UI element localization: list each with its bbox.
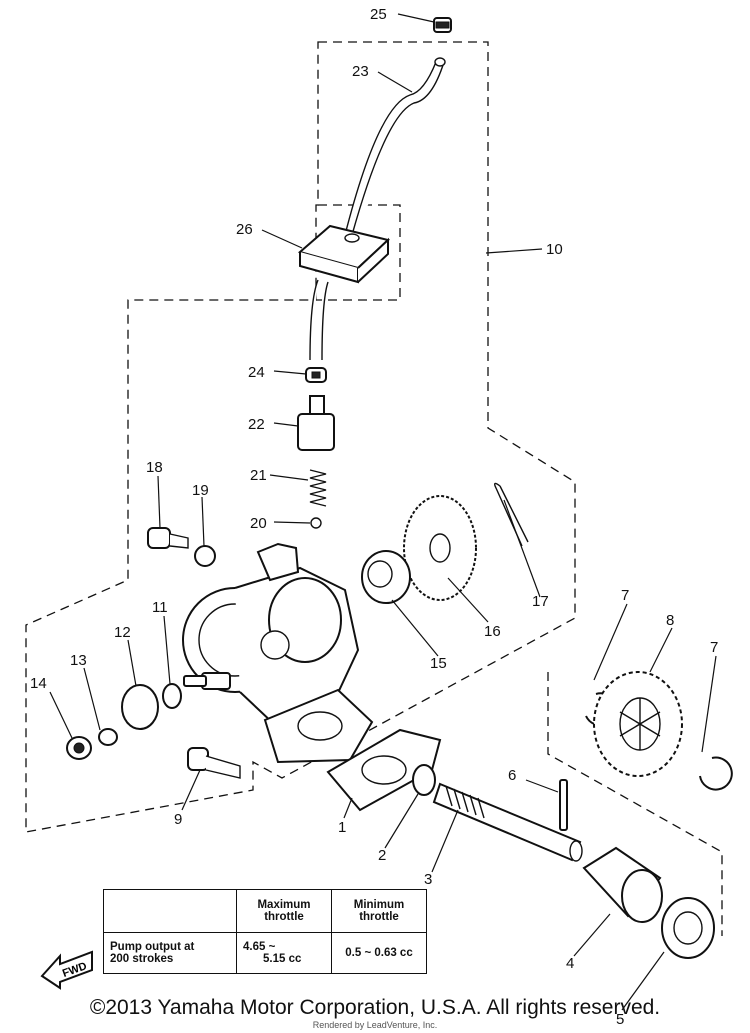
part-24-clip <box>305 367 327 383</box>
callout-3: 3 <box>424 871 432 888</box>
part-18-screw <box>147 527 189 549</box>
callout-20: 20 <box>250 515 267 532</box>
callout-17: 17 <box>532 593 549 610</box>
callout-16: 16 <box>484 623 501 640</box>
part-15-bearing <box>361 550 411 604</box>
callout-22: 22 <box>248 416 265 433</box>
callout-15: 15 <box>430 655 447 672</box>
callout-1: 1 <box>338 819 346 836</box>
callout-5: 5 <box>616 1011 624 1028</box>
callout-8: 8 <box>666 612 674 629</box>
callout-7-lower: 7 <box>710 639 718 656</box>
header-min-line2: throttle <box>359 911 399 923</box>
part-16-sprocket <box>403 495 477 601</box>
sub-boundary-26 <box>316 204 401 301</box>
callout-21: 21 <box>250 467 267 484</box>
part-5-bearing <box>661 897 715 959</box>
part-17-cotter-pin <box>493 482 529 547</box>
callout-7-upper: 7 <box>621 587 629 604</box>
sub-boundary-right <box>547 672 723 936</box>
part-6-pin <box>559 779 568 831</box>
callout-6: 6 <box>508 767 516 784</box>
lower-pipe <box>309 279 329 361</box>
header-min-line1: Minimum <box>353 899 405 911</box>
callout-11: 11 <box>152 599 168 616</box>
part-7-circlip-lower <box>699 756 733 791</box>
part-22-valve-body <box>297 395 335 451</box>
max-value-line1: 4.65 ~ <box>243 941 276 953</box>
part-9-bolt <box>187 747 241 779</box>
leader-lines <box>49 13 717 1011</box>
part-12-plate <box>121 684 159 730</box>
header-max-line2: throttle <box>264 911 304 923</box>
part-11-oring <box>162 683 182 709</box>
part-21-spring <box>309 469 327 507</box>
part-1-gasket <box>326 728 442 812</box>
part-13-washer <box>98 728 118 746</box>
rendered-by-note: Rendered by LeadVenture, Inc. <box>312 1020 438 1030</box>
callout-18: 18 <box>146 459 163 476</box>
part-8-gear <box>593 671 683 777</box>
callout-labels: 25 23 26 10 24 22 21 20 18 19 17 16 15 1… <box>30 6 718 1028</box>
fwd-arrow-icon: FWD <box>40 950 93 990</box>
callout-19: 19 <box>192 482 209 499</box>
callout-24: 24 <box>248 364 265 381</box>
row-label-line1: Pump output at <box>110 941 195 953</box>
part-25-cap-nut <box>433 17 452 33</box>
part-14-nut <box>66 736 92 760</box>
cell-min-value: 0.5 ~ 0.63 cc <box>331 932 427 974</box>
callout-26: 26 <box>236 221 253 238</box>
callout-10: 10 <box>546 241 563 258</box>
part-20-ball <box>310 517 322 529</box>
oil-pump-body <box>182 542 374 764</box>
table-corner <box>103 889 237 933</box>
pump-output-table: Maximum throttle Minimum throttle Pump o… <box>103 889 427 974</box>
max-value-line2: 5.15 cc <box>263 953 302 965</box>
callout-13: 13 <box>70 652 87 669</box>
header-max-line1: Maximum <box>257 899 311 911</box>
row-label-line2: 200 strokes <box>110 953 174 965</box>
callout-23: 23 <box>352 63 369 80</box>
part-23-delivery-pipe <box>344 61 445 236</box>
part-4-collar <box>582 846 663 923</box>
cell-max-value: 4.65 ~ 5.15 cc <box>236 932 332 974</box>
part-2-oring <box>412 764 436 796</box>
part-26-grommet <box>297 224 391 284</box>
callout-25: 25 <box>370 6 387 23</box>
header-min-throttle: Minimum throttle <box>331 889 427 933</box>
header-max-throttle: Maximum throttle <box>236 889 332 933</box>
part-3-pump-shaft <box>432 782 583 862</box>
row-label-pump-output: Pump output at 200 strokes <box>103 932 237 974</box>
part-19-washer <box>194 545 216 567</box>
callout-2: 2 <box>378 847 386 864</box>
callout-14: 14 <box>30 675 47 692</box>
callout-12: 12 <box>114 624 131 641</box>
callout-4: 4 <box>566 955 574 972</box>
callout-9: 9 <box>174 811 182 828</box>
copyright-notice: ©2013 Yamaha Motor Corporation, U.S.A. A… <box>89 996 661 1019</box>
